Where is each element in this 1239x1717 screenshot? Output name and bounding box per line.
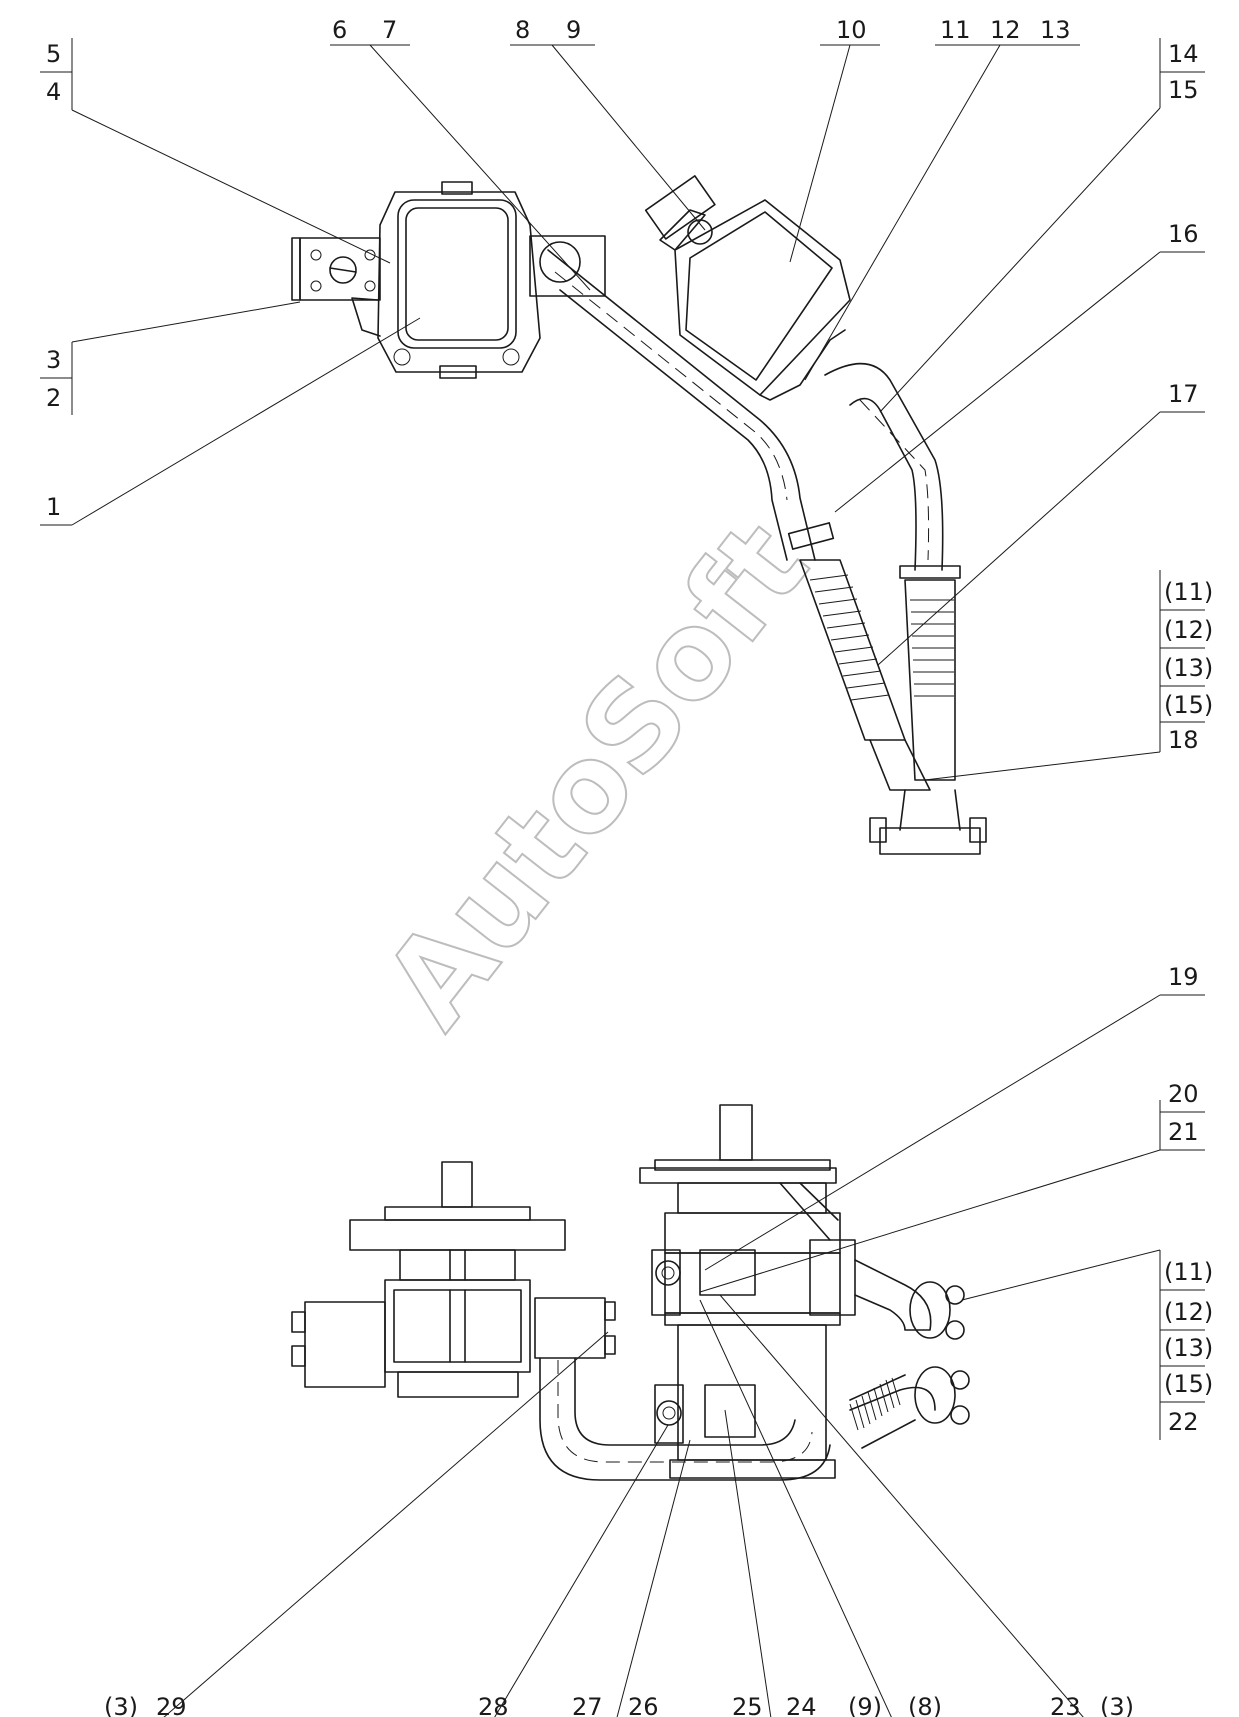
flex-hose-right (899, 565, 961, 781)
label-18: 18 (1168, 726, 1199, 754)
label-2: 2 (46, 384, 61, 412)
label-28: 28 (478, 1693, 509, 1717)
label-4: 4 (46, 78, 61, 106)
u-pipe (539, 1357, 831, 1481)
label-ref-8: (8) (908, 1693, 942, 1717)
label-b-ref-15: (15) (1164, 1370, 1213, 1398)
label-12: 12 (990, 16, 1021, 44)
label-13: 13 (1040, 16, 1071, 44)
label-16: 16 (1168, 220, 1199, 248)
label-ref-9: (9) (848, 1693, 882, 1717)
label-8: 8 (515, 16, 530, 44)
label-6: 6 (332, 16, 347, 44)
pump-right (639, 1104, 970, 1479)
label-17: 17 (1168, 380, 1199, 408)
pipe-upper (529, 235, 816, 561)
label-27: 27 (572, 1693, 603, 1717)
label-ref-11: (11) (1164, 578, 1213, 606)
label-22: 22 (1168, 1408, 1199, 1436)
label-3: 3 (46, 346, 61, 374)
label-b-ref-12: (12) (1164, 1298, 1213, 1326)
top-assembly: 5 4 3 2 1 6 7 8 9 10 11 12 13 14 15 16 1… (40, 16, 1213, 855)
leader-lines-bottom (163, 994, 1205, 1717)
label-15: 15 (1168, 76, 1199, 104)
valve-body (291, 181, 541, 379)
label-19: 19 (1168, 963, 1199, 991)
pipe-lower (824, 362, 944, 571)
label-26: 26 (628, 1693, 659, 1717)
leader-lines-top (40, 38, 1205, 781)
label-24: 24 (786, 1693, 817, 1717)
label-1: 1 (46, 493, 61, 521)
label-29: 29 (156, 1693, 187, 1717)
bottom-assembly: 19 20 21 (11) (12) (13) (15) 22 (3) 29 2… (104, 963, 1213, 1717)
pump-left (291, 1161, 616, 1398)
label-20: 20 (1168, 1080, 1199, 1108)
label-14: 14 (1168, 40, 1199, 68)
flex-hose-left (787, 522, 931, 791)
mounting-flange (869, 789, 987, 855)
label-5: 5 (46, 40, 61, 68)
label-7: 7 (382, 16, 397, 44)
label-b-ref-13: (13) (1164, 1334, 1213, 1362)
valve-housing-right (644, 175, 851, 401)
label-ref-15: (15) (1164, 691, 1213, 719)
label-9: 9 (566, 16, 581, 44)
watermark: AutoSoft (358, 497, 835, 1053)
label-ref-3-left: (3) (104, 1693, 138, 1717)
label-25: 25 (732, 1693, 763, 1717)
label-11: 11 (940, 16, 971, 44)
label-b-ref-11: (11) (1164, 1258, 1213, 1286)
label-23: 23 (1050, 1693, 1081, 1717)
label-10: 10 (836, 16, 867, 44)
label-21: 21 (1168, 1118, 1199, 1146)
label-ref-13: (13) (1164, 654, 1213, 682)
label-ref-3-right: (3) (1100, 1693, 1134, 1717)
label-ref-12: (12) (1164, 616, 1213, 644)
